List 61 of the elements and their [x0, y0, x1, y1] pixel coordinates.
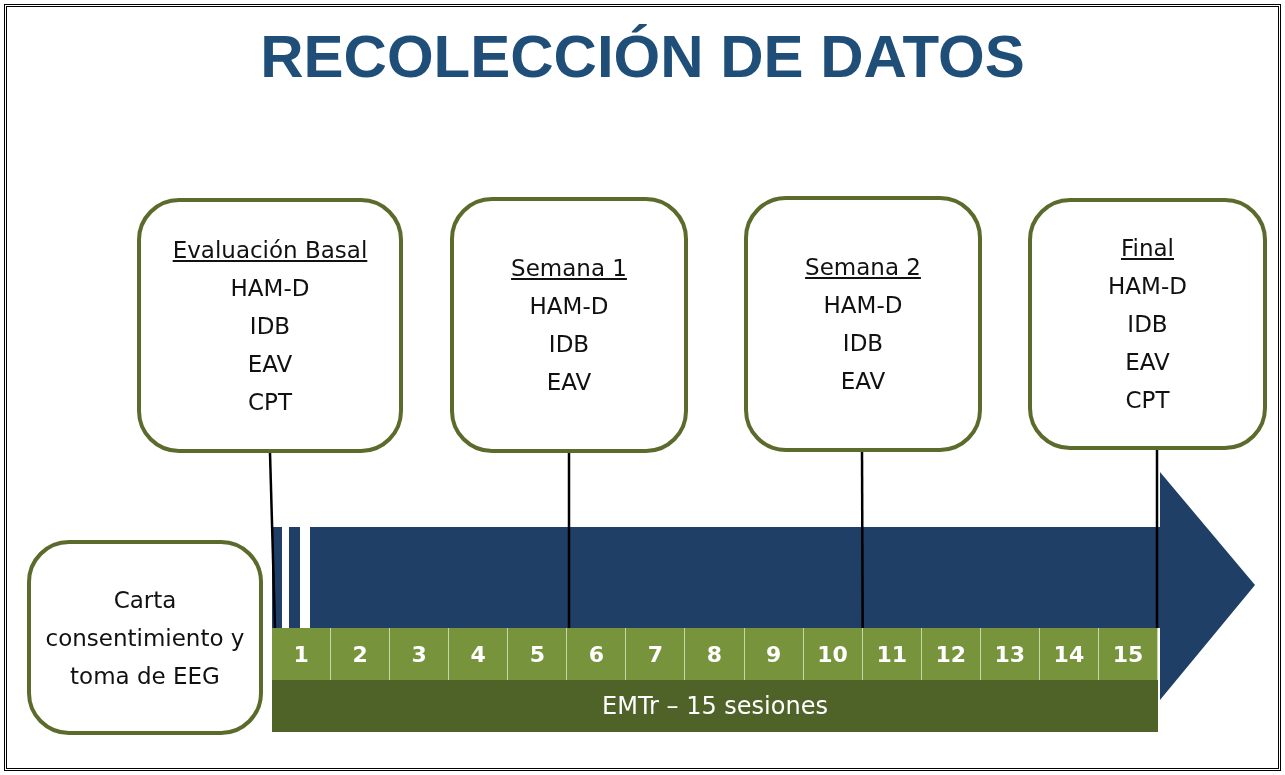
session-cell — [803, 628, 863, 680]
session-number: 2 — [352, 641, 368, 667]
box-text: IDB — [842, 329, 884, 358]
leader-line — [567, 453, 571, 628]
session-cell — [626, 628, 686, 680]
box-text: HAM-D — [823, 291, 903, 320]
session-number: 9 — [765, 641, 782, 667]
session-cell — [921, 628, 981, 680]
session-number: 4 — [470, 641, 486, 667]
session-number: 5 — [529, 641, 545, 667]
box-text: IDB — [1127, 310, 1168, 339]
box-text: EAV — [247, 349, 293, 379]
session-cell — [862, 628, 922, 680]
box-text: EMTr – 15 sesiones — [602, 692, 828, 720]
session-bar — [272, 680, 1158, 732]
box-heading: Semana 2 — [805, 253, 921, 282]
box-text: CPT — [1125, 386, 1170, 415]
session-number: 11 — [876, 641, 907, 667]
session-cell — [508, 628, 568, 680]
box-text: CPT — [248, 387, 292, 417]
leader-line — [268, 452, 277, 629]
rounded-box — [137, 198, 403, 453]
session-number: 15 — [1112, 641, 1144, 667]
box-text: EAV — [1125, 348, 1170, 377]
session-cell — [272, 628, 332, 680]
session-cell — [1098, 628, 1158, 680]
session-number: 12 — [935, 641, 967, 667]
box-text: Carta consentimiento y toma de EEG — [45, 585, 245, 691]
session-number: 7 — [647, 641, 664, 667]
box-text: HAM-D — [529, 292, 609, 321]
session-cell — [1039, 628, 1099, 680]
box-text: HAM-D — [1108, 272, 1187, 301]
leader-line — [860, 452, 864, 628]
box-heading: Evaluación Basal — [172, 235, 368, 265]
session-number: 1 — [293, 641, 309, 667]
diagram-title: RECOLECCIÓN DE DATOS — [259, 22, 1026, 91]
session-cell — [685, 628, 745, 680]
session-cell — [567, 628, 627, 680]
session-number: 6 — [588, 641, 604, 667]
box-text: EAV — [546, 368, 592, 397]
session-number: 8 — [706, 641, 723, 667]
box-text: IDB — [249, 311, 291, 341]
session-number: 14 — [1053, 641, 1085, 667]
box-text: HAM-D — [230, 273, 310, 303]
box-heading: Final — [1121, 234, 1174, 263]
session-number: 13 — [994, 641, 1026, 667]
box-heading: Semana 1 — [511, 254, 627, 283]
session-cell — [980, 628, 1040, 680]
rounded-box — [27, 540, 263, 735]
session-cell — [390, 628, 450, 680]
box-text: EAV — [840, 367, 886, 396]
session-number: 3 — [411, 641, 427, 667]
rounded-box — [450, 197, 688, 453]
rounded-box — [1028, 198, 1267, 450]
leader-line — [1155, 450, 1159, 628]
session-cell — [449, 628, 509, 680]
session-cell — [744, 628, 804, 680]
session-cell — [331, 628, 391, 680]
session-number: 10 — [817, 641, 848, 667]
box-text: IDB — [548, 330, 590, 359]
rounded-box — [744, 196, 982, 452]
